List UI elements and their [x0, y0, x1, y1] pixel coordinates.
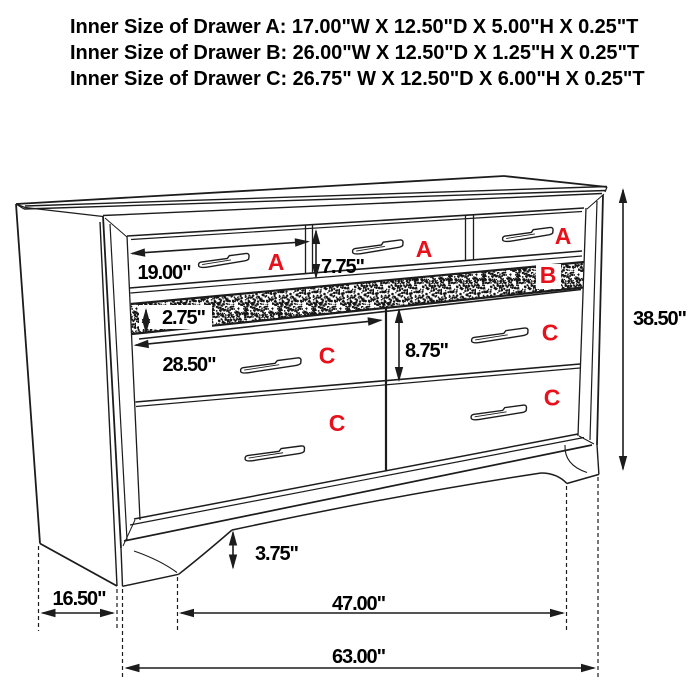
- svg-text:28.50": 28.50": [163, 354, 217, 376]
- svg-text:C: C: [329, 410, 346, 436]
- svg-text:8.75": 8.75": [405, 340, 449, 362]
- svg-text:47.00": 47.00": [332, 593, 386, 615]
- svg-text:Inner Size of Drawer A: 17.00": Inner Size of Drawer A: 17.00"W X 12.50"…: [70, 16, 638, 38]
- svg-text:63.00": 63.00": [332, 646, 386, 668]
- svg-text:38.50": 38.50": [633, 308, 687, 330]
- svg-text:A: A: [268, 249, 285, 275]
- svg-text:16.50": 16.50": [53, 588, 107, 610]
- svg-text:A: A: [416, 236, 433, 262]
- svg-text:19.00": 19.00": [138, 262, 192, 284]
- svg-text:B: B: [540, 262, 557, 288]
- svg-text:A: A: [555, 223, 572, 249]
- svg-text:Inner Size of Drawer B: 26.00": Inner Size of Drawer B: 26.00"W X 12.50"…: [70, 42, 639, 64]
- svg-text:2.75": 2.75": [162, 307, 206, 329]
- svg-text:7.75": 7.75": [321, 256, 365, 278]
- svg-text:C: C: [542, 320, 559, 346]
- svg-text:C: C: [544, 385, 561, 411]
- svg-text:C: C: [319, 343, 336, 369]
- svg-text:3.75": 3.75": [255, 543, 299, 565]
- svg-text:Inner Size of Drawer C: 26.75": Inner Size of Drawer C: 26.75" W X 12.50…: [70, 68, 644, 90]
